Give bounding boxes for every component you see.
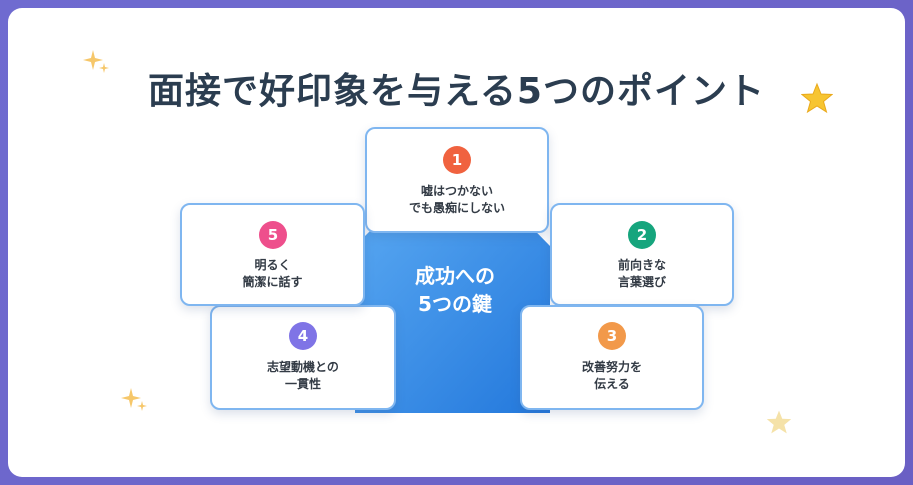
point-label: 明るく 簡潔に話す	[182, 257, 363, 291]
point-card-3: 3 改善努力を 伝える	[520, 305, 704, 410]
star-icon	[766, 410, 792, 434]
point-label-line2: でも愚痴にしない	[408, 201, 505, 215]
point-label: 改善努力を 伝える	[522, 359, 702, 393]
point-number-badge: 2	[628, 221, 656, 249]
center-label: 成功への 5つの鍵	[395, 262, 515, 318]
sparkle-icon	[83, 50, 109, 73]
point-number-badge: 5	[259, 221, 287, 249]
point-label-line2: 一貫性	[284, 377, 321, 391]
point-number-badge: 1	[443, 146, 471, 174]
point-number-badge: 4	[289, 322, 317, 350]
point-card-4: 4 志望動機との 一貫性	[210, 305, 396, 410]
center-label-line1: 成功への	[415, 264, 495, 288]
point-label-line1: 志望動機との	[267, 360, 339, 374]
point-card-5: 5 明るく 簡潔に話す	[180, 203, 365, 306]
point-label-line1: 明るく	[254, 258, 291, 272]
point-number-badge: 3	[598, 322, 626, 350]
center-label-line2: 5つの鍵	[418, 292, 492, 316]
page-title: 面接で好印象を与える5つのポイント	[148, 71, 765, 112]
point-label: 嘘はつかない でも愚痴にしない	[367, 183, 547, 217]
point-card-1: 1 嘘はつかない でも愚痴にしない	[365, 127, 549, 233]
point-label: 志望動機との 一貫性	[212, 359, 394, 393]
star-icon	[801, 82, 833, 114]
point-card-2: 2 前向きな 言葉選び	[550, 203, 734, 306]
point-label-line1: 前向きな	[617, 258, 666, 272]
point-label: 前向きな 言葉選び	[552, 257, 732, 291]
point-label-line2: 言葉選び	[617, 275, 666, 289]
point-label-line1: 改善努力を	[581, 360, 642, 374]
point-label-line2: 伝える	[594, 377, 630, 391]
point-label-line1: 嘘はつかない	[420, 184, 493, 198]
sparkle-icon	[121, 388, 147, 411]
point-label-line2: 簡潔に話す	[242, 275, 303, 289]
center-hexagon	[355, 198, 550, 413]
